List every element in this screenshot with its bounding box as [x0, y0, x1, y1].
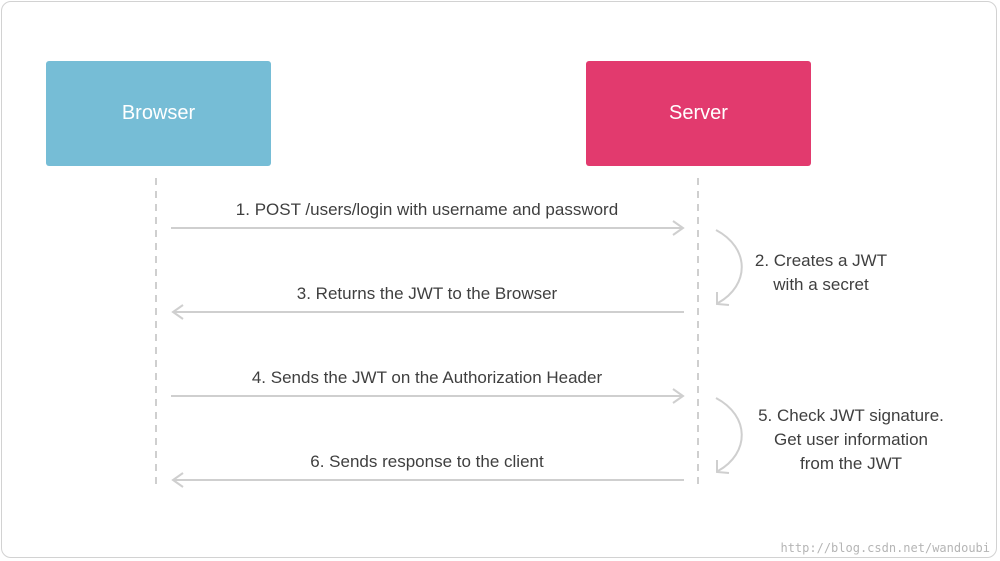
note-5: 5. Check JWT signature. Get user informa…	[715, 397, 944, 474]
server-actor-label: Server	[669, 102, 728, 124]
browser-actor-label: Browser	[121, 102, 196, 124]
message-3-arrowhead	[171, 304, 184, 320]
note-5-arrowhead	[716, 460, 730, 474]
note-2-line-1: 2. Creates a JWT	[755, 251, 887, 270]
message-1-arrowhead	[672, 220, 685, 236]
message-3: 3. Returns the JWT to the Browser	[171, 284, 684, 320]
watermark-text: http://blog.csdn.net/wandoubi	[780, 541, 990, 555]
message-1-label: 1. POST /users/login with username and p…	[236, 200, 618, 219]
note-2-line-2: with a secret	[772, 275, 869, 294]
message-6: 6. Sends response to the client	[171, 452, 684, 488]
message-4-arrowhead	[672, 388, 685, 404]
message-4: 4. Sends the JWT on the Authorization He…	[171, 368, 685, 404]
message-6-label: 6. Sends response to the client	[310, 452, 544, 471]
note-2: 2. Creates a JWT with a secret	[715, 229, 887, 306]
message-6-arrowhead	[171, 472, 184, 488]
note-5-line-2: Get user information	[774, 430, 928, 449]
message-4-label: 4. Sends the JWT on the Authorization He…	[252, 368, 603, 387]
note-5-line-3: from the JWT	[800, 454, 902, 473]
note-2-curve-arrow	[715, 229, 743, 304]
message-3-label: 3. Returns the JWT to the Browser	[297, 284, 558, 303]
note-5-curve-arrow	[715, 397, 743, 472]
server-actor-box: Server	[586, 61, 811, 166]
note-2-arrowhead	[716, 292, 730, 306]
message-1: 1. POST /users/login with username and p…	[171, 200, 685, 236]
browser-actor-box: Browser	[46, 61, 271, 166]
note-5-line-1: 5. Check JWT signature.	[758, 406, 944, 425]
